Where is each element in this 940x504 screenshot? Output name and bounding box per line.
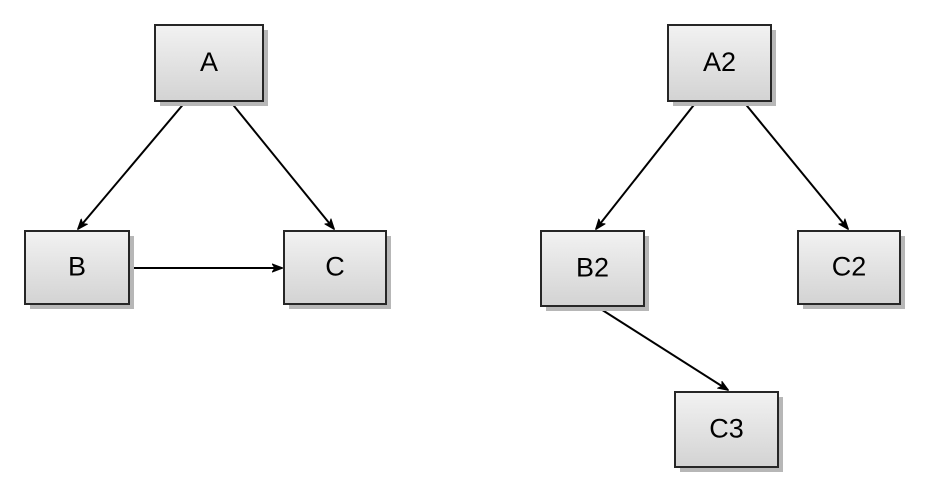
node-a2[interactable]: A2 bbox=[667, 24, 776, 106]
node-c2[interactable]: C2 bbox=[797, 230, 905, 309]
edge-a-to-b bbox=[78, 100, 187, 229]
edge-line bbox=[78, 100, 187, 229]
edge-a2-to-b2 bbox=[596, 100, 698, 229]
node-label: C2 bbox=[832, 252, 867, 282]
node-label: C3 bbox=[709, 414, 744, 444]
node-rect[interactable] bbox=[797, 230, 901, 305]
node-c[interactable]: C bbox=[283, 230, 391, 309]
node-label: C bbox=[325, 252, 345, 282]
node-rect[interactable] bbox=[674, 391, 779, 468]
node-c3[interactable]: C3 bbox=[674, 391, 783, 472]
node-rect[interactable] bbox=[540, 230, 645, 307]
edge-line bbox=[229, 100, 334, 229]
edge-a-to-c bbox=[229, 100, 334, 229]
node-label: B2 bbox=[576, 253, 609, 283]
node-label: A bbox=[200, 47, 218, 77]
node-rect[interactable] bbox=[283, 230, 387, 305]
edge-line bbox=[742, 100, 848, 229]
edge-line bbox=[596, 100, 698, 229]
node-rect[interactable] bbox=[24, 230, 130, 305]
node-a[interactable]: A bbox=[154, 24, 268, 106]
node-label: A2 bbox=[703, 47, 736, 77]
node-b[interactable]: B bbox=[24, 230, 134, 309]
node-rect[interactable] bbox=[154, 24, 264, 102]
edge-b2-to-c3 bbox=[595, 305, 728, 390]
edge-line bbox=[595, 305, 728, 390]
edges-layer bbox=[78, 100, 848, 390]
node-label: B bbox=[68, 252, 86, 282]
node-b2[interactable]: B2 bbox=[540, 230, 649, 311]
edge-a2-to-c2 bbox=[742, 100, 848, 229]
node-rect[interactable] bbox=[667, 24, 772, 102]
